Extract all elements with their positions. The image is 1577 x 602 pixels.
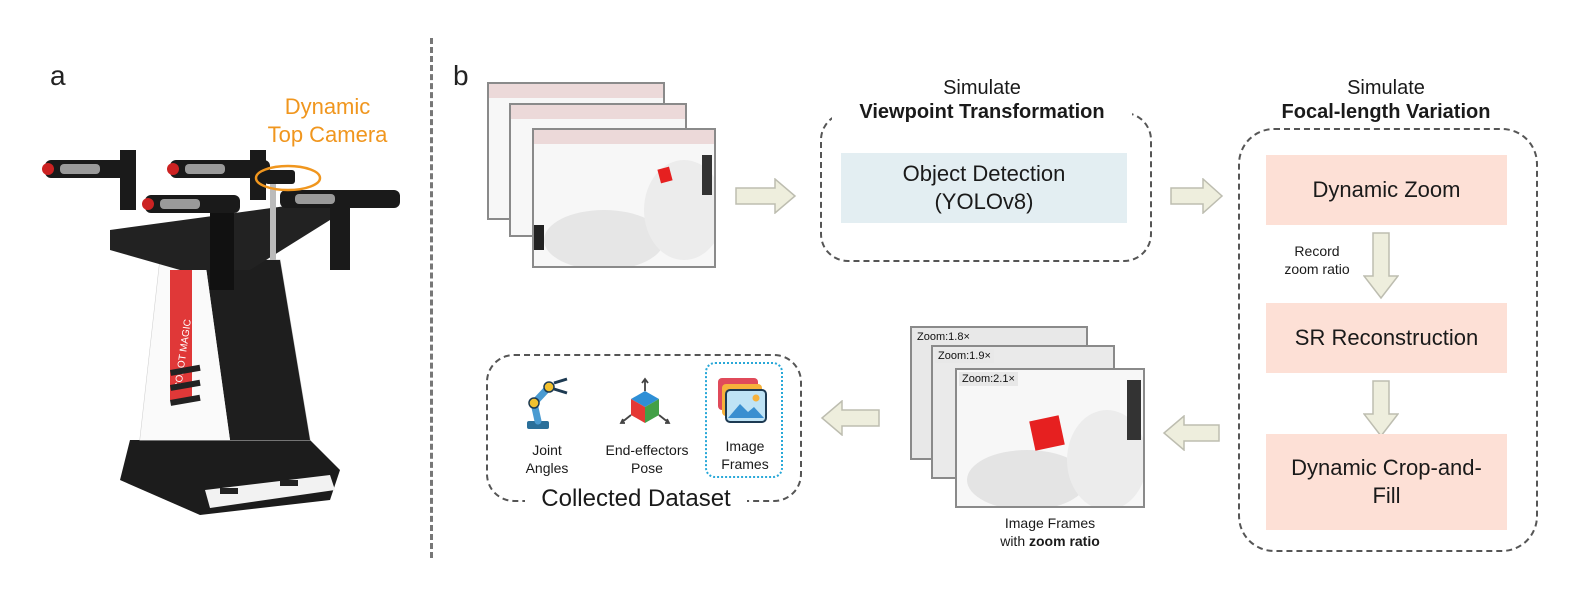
record-line2: zoom ratio — [1284, 261, 1350, 277]
dynamic-zoom-box: Dynamic Zoom — [1266, 155, 1507, 225]
dataset-title: Collected Dataset — [525, 485, 747, 513]
sr-reconstruction-box: SR Reconstruction — [1266, 303, 1507, 373]
joint-line1: Joint — [532, 442, 562, 458]
panel-b-letter: b — [453, 60, 469, 91]
object-detection-box: Object Detection (YOLOv8) — [841, 153, 1127, 223]
zoom-caption-line2: with zoom ratio — [1000, 533, 1100, 549]
image-frames-icon — [718, 378, 767, 423]
arrow-to-dataset — [820, 400, 880, 436]
zoom-tag-2: Zoom:1.9× — [935, 349, 994, 363]
crop-fill-line1: Dynamic Crop-and- — [1291, 455, 1482, 480]
zoom-tag-1: Zoom:1.8× — [914, 330, 973, 344]
red-cube — [657, 166, 673, 184]
zoom-tag-3: Zoom:2.1× — [959, 372, 1018, 386]
crop-fill-box: Dynamic Crop-and- Fill — [1266, 434, 1507, 530]
crop-fill-line2: Fill — [1372, 483, 1401, 508]
camera-highlight-ellipse — [254, 164, 322, 192]
record-zoom-label: Record zoom ratio — [1272, 242, 1362, 278]
zoom-frames-caption: Image Frames with zoom ratio — [960, 514, 1140, 550]
zoom-frame-front: Zoom:2.1× — [955, 368, 1145, 508]
object-detection-line2: (YOLOv8) — [934, 189, 1034, 214]
image-frames-highlight — [705, 362, 783, 478]
frames-line1: Image — [725, 438, 765, 454]
robot-arm-icon — [527, 377, 568, 429]
arrow-sr-to-crop — [1363, 380, 1399, 438]
focal-title-line1: Simulate — [1347, 77, 1425, 99]
record-line1: Record — [1294, 243, 1340, 259]
panel-divider — [430, 38, 433, 558]
image-frames-label: Image Frames — [705, 437, 785, 473]
robot-illustration: COBOT MAGIC — [42, 150, 400, 515]
pose-line2: Pose — [631, 460, 663, 476]
input-frame-front — [532, 128, 716, 268]
zoom-caption-line1: Image Frames — [1004, 515, 1096, 531]
viewpoint-title-line2: Viewpoint Transformation — [859, 101, 1105, 123]
focal-title: Simulate Focal-length Variation — [1255, 76, 1517, 124]
sr-reconstruction-label: SR Reconstruction — [1294, 325, 1479, 350]
camera-label-line1: Dynamic — [284, 94, 371, 119]
viewpoint-title: Simulate Viewpoint Transformation — [832, 76, 1132, 124]
camera-label: Dynamic Top Camera — [255, 93, 400, 149]
camera-label-line2: Top Camera — [267, 122, 388, 147]
arrow-zoom-to-sr — [1363, 232, 1399, 300]
object-detection-line1: Object Detection — [902, 161, 1066, 186]
panel-a-letter: a — [50, 60, 66, 91]
arrow-to-zoom-frames — [1162, 415, 1220, 451]
focal-dashed-box — [1238, 128, 1538, 552]
joint-angles-label: Joint Angles — [502, 441, 592, 477]
arrow-to-focal — [1170, 178, 1224, 214]
pose-cube-icon — [619, 377, 671, 424]
dynamic-zoom-label: Dynamic Zoom — [1312, 177, 1461, 202]
frames-line2: Frames — [721, 456, 769, 472]
focal-title-line2: Focal-length Variation — [1281, 101, 1491, 123]
pose-line1: End-effectors — [605, 442, 689, 458]
joint-line2: Angles — [525, 460, 569, 476]
viewpoint-title-line1: Simulate — [943, 77, 1021, 99]
pose-label: End-effectors Pose — [595, 441, 699, 477]
arrow-to-detection — [735, 178, 797, 214]
zoomed-red-cube — [1029, 415, 1065, 451]
